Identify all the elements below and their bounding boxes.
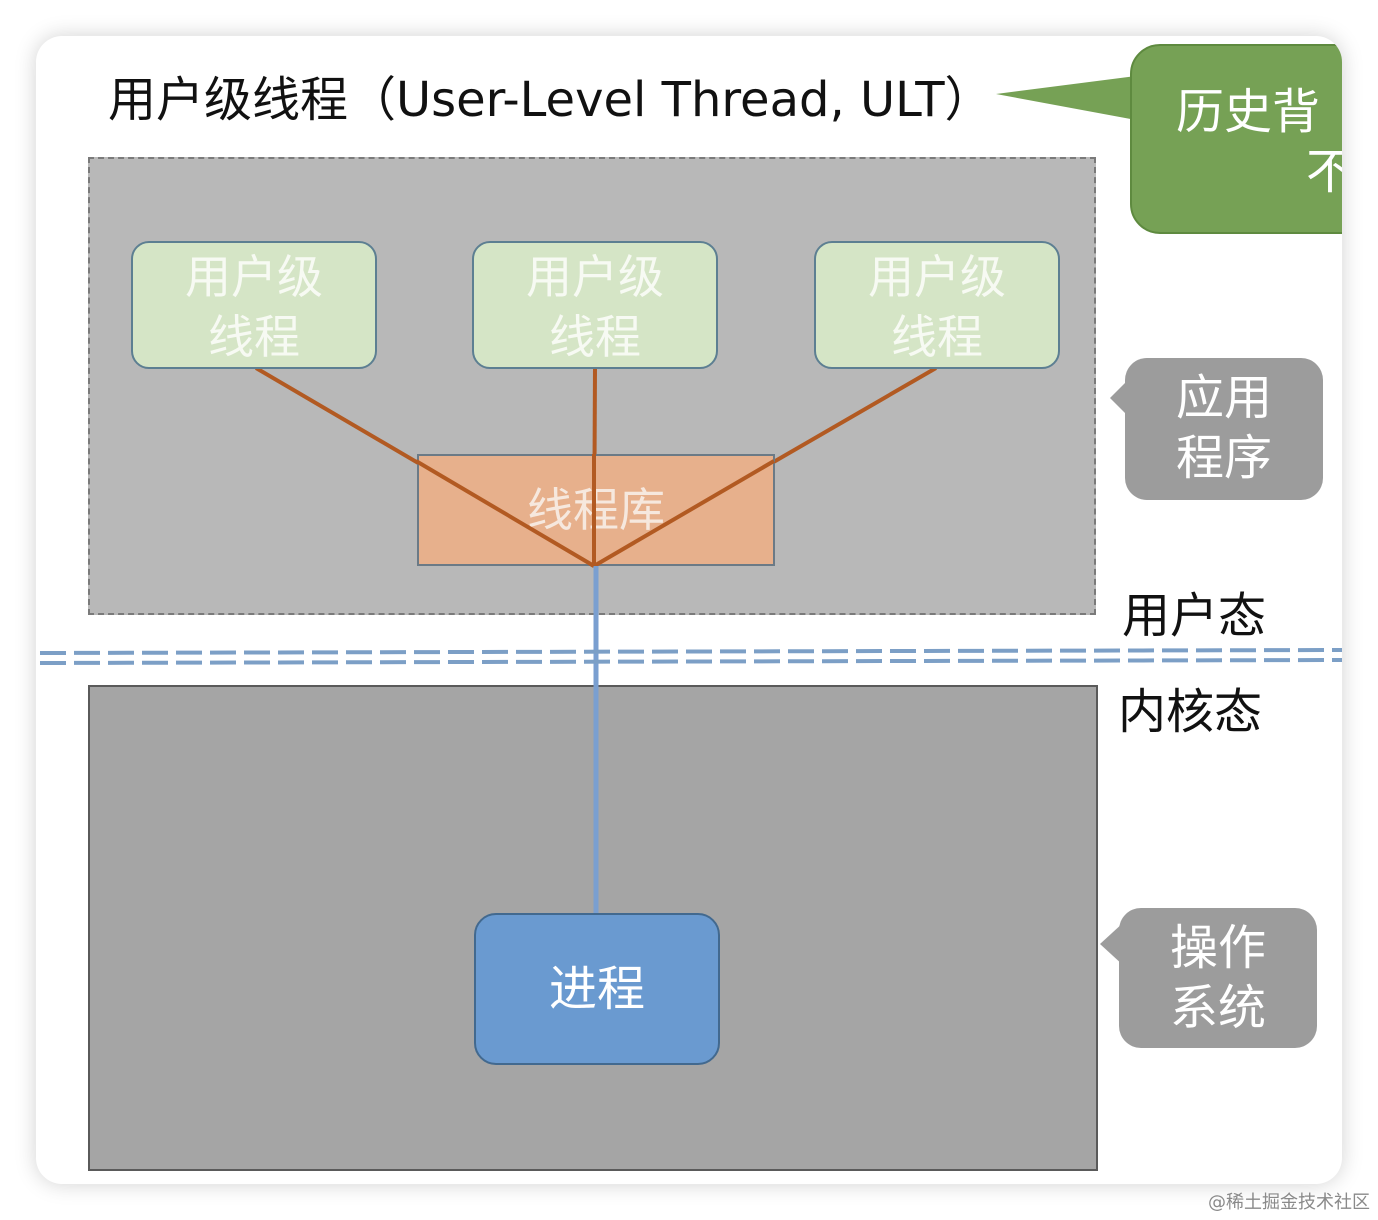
user-thread-box-2: 用户级 线程 (472, 241, 718, 369)
application-callout-line2: 程序 (1175, 430, 1272, 486)
user-thread-label-line1: 用户级 (185, 250, 323, 304)
os-callout-pointer (1100, 922, 1124, 966)
history-callout-line2: 不 (1306, 144, 1342, 200)
watermark: @稀土掘金技术社区 (1208, 1192, 1370, 1213)
mode-boundary-line-top (39, 648, 1342, 655)
connector-thread-1-overlay (414, 459, 596, 568)
os-callout-line2: 系统 (1169, 980, 1266, 1036)
slide: 用户级线程（User-Level Thread, ULT） 用户级 线程 用户级… (36, 36, 1342, 1184)
user-thread-box-3: 用户级 线程 (814, 241, 1060, 369)
os-callout-line1: 操作 (1169, 920, 1266, 976)
user-thread-label-line2: 线程 (891, 310, 983, 364)
user-thread-label-line1: 用户级 (868, 250, 1006, 304)
history-callout-pointer (996, 76, 1136, 120)
os-callout: 操作 系统 (1119, 908, 1317, 1048)
mode-boundary-line-bottom (39, 658, 1342, 665)
user-thread-box-1: 用户级 线程 (131, 241, 377, 369)
user-thread-label-line1: 用户级 (526, 250, 664, 304)
history-callout: 历史背 不 (1130, 44, 1342, 234)
page-title: 用户级线程（User-Level Thread, ULT） (108, 72, 993, 128)
history-callout-line1: 历史背 (1176, 84, 1321, 140)
process-label: 进程 (548, 961, 645, 1017)
user-thread-label-line2: 线程 (208, 310, 300, 364)
application-callout: 应用 程序 (1125, 358, 1323, 500)
process-box: 进程 (474, 913, 720, 1065)
kernel-mode-label: 内核态 (1118, 684, 1263, 740)
user-mode-label: 用户态 (1122, 588, 1267, 644)
application-callout-line1: 应用 (1175, 370, 1272, 426)
user-thread-label-line2: 线程 (549, 310, 641, 364)
connector-thread-3-overlay (592, 459, 776, 568)
